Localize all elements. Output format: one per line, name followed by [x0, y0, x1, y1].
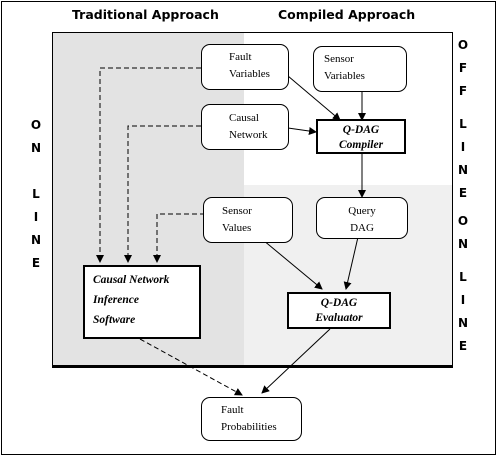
- arrow-causal-to-compiler: [287, 127, 317, 135]
- node-label: Values: [222, 222, 252, 234]
- node-label: Sensor: [222, 205, 252, 217]
- online-left-letter: I: [33, 210, 39, 224]
- offline-right-letter: E: [458, 186, 468, 200]
- fault-variables-node: Fault Variables: [201, 44, 289, 90]
- dashed-arrow-inference-to-probabilities: [139, 338, 243, 396]
- node-label: Sensor: [324, 53, 354, 65]
- node-label: Compiler: [338, 139, 384, 151]
- online-left-letter: L: [32, 187, 40, 201]
- online-left-label: O N L I N E: [28, 114, 44, 275]
- node-label: Inference: [93, 294, 139, 306]
- arrow-querydag-to-evaluator: [343, 236, 359, 290]
- traditional-approach-header: Traditional Approach: [72, 7, 219, 22]
- arrow-evaluator-to-probabilities: [261, 328, 331, 394]
- offline-right-letter: F: [458, 61, 468, 75]
- node-label: Query: [348, 205, 376, 217]
- online-right-letter: O: [457, 214, 469, 228]
- node-label: Causal Network: [93, 274, 170, 286]
- qdag-compiler-node: Q-DAG Compiler: [316, 119, 406, 154]
- online-left-letter: N: [30, 233, 42, 247]
- online-left-letter: E: [31, 256, 41, 270]
- frame-right-line: [452, 32, 453, 367]
- node-label: Probabilities: [221, 421, 277, 433]
- offline-right-letter: I: [460, 140, 466, 154]
- online-right-label: O N L I N E: [455, 210, 471, 358]
- online-right-letter: N: [457, 316, 469, 330]
- query-dag-node: Query DAG: [316, 197, 408, 239]
- compiled-approach-header: Compiled Approach: [278, 7, 416, 22]
- sensor-variables-node: Sensor Variables: [313, 46, 407, 92]
- dashed-arrow-fault-to-inference: [96, 67, 201, 263]
- sensor-values-node: Sensor Values: [203, 197, 293, 243]
- node-label: Network: [229, 129, 268, 141]
- qdag-evaluator-node: Q-DAG Evaluator: [287, 292, 391, 329]
- online-left-letter: N: [30, 141, 42, 155]
- arrow-fault-to-compiler: [287, 75, 341, 121]
- frame-bottom-line: [52, 365, 453, 368]
- online-right-letter: I: [460, 293, 466, 307]
- dashed-arrow-causal-to-inference: [124, 125, 201, 263]
- arrow-sensorvalues-to-evaluator: [262, 239, 323, 290]
- node-label: Q-DAG: [342, 124, 380, 136]
- node-label: Variables: [324, 70, 365, 82]
- fault-probabilities-node: Fault Probabilities: [201, 397, 302, 441]
- offline-right-letter: L: [459, 117, 467, 131]
- dashed-arrow-sensor-to-inference: [153, 213, 205, 263]
- online-right-letter: E: [458, 339, 468, 353]
- causal-network-node: Causal Network: [201, 104, 289, 150]
- offline-right-letter: F: [458, 84, 468, 98]
- frame-top-line: [52, 32, 453, 33]
- node-label: Fault: [221, 404, 244, 416]
- node-label: Variables: [229, 68, 270, 80]
- node-label: DAG: [350, 222, 374, 234]
- offline-right-label: O F F L I N E: [455, 34, 471, 205]
- node-label: Evaluator: [315, 312, 363, 324]
- node-label: Q-DAG: [320, 297, 358, 309]
- online-right-letter: N: [457, 237, 469, 251]
- frame-left-line: [52, 32, 53, 367]
- offline-right-letter: O: [457, 38, 469, 52]
- node-label: Software: [93, 314, 136, 326]
- online-right-letter: L: [459, 270, 467, 284]
- offline-right-letter: N: [457, 163, 469, 177]
- causal-network-inference-node: Causal Network Inference Software: [83, 265, 201, 339]
- node-label: Causal: [229, 112, 259, 124]
- online-left-letter: O: [30, 118, 42, 132]
- node-label: Fault: [229, 51, 252, 63]
